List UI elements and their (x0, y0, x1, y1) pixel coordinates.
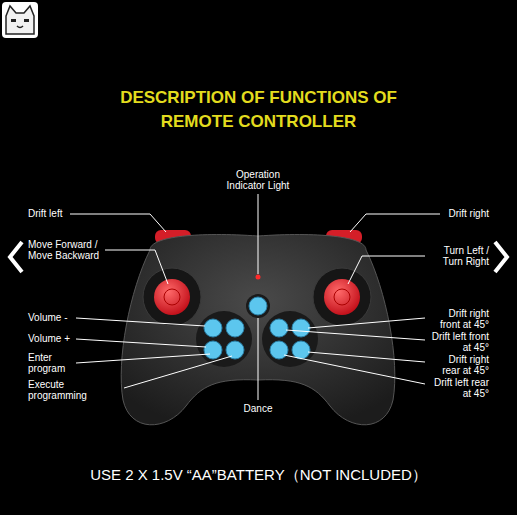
dance-button (249, 297, 267, 315)
callout-label: Drift right front at 45° (429, 308, 489, 330)
title: DESCRIPTION OF FUNCTIONS OF REMOTE CONTR… (111, 86, 406, 134)
next-chevron (495, 242, 507, 272)
callout-label: Drift left (28, 208, 88, 219)
left-stick (143, 268, 201, 326)
callout-label: Drift right rear at 45° (429, 354, 489, 376)
leader-lines (70, 194, 440, 400)
indicator-light (256, 275, 261, 280)
callout-label: Enter program (28, 352, 68, 374)
callout-label: Drift right (429, 208, 489, 219)
callout-label: Drift left rear at 45° (429, 377, 489, 399)
prev-chevron (10, 242, 22, 272)
cat-icon (2, 2, 38, 38)
callout-label: Volume - (28, 312, 88, 323)
function-buttons (204, 319, 310, 359)
callout-label: Execute programming (28, 379, 93, 401)
callout-label: Volume + (28, 333, 88, 344)
callout-label: Turn Left / Turn Right (429, 245, 489, 267)
callout-label: Operation Indicator Light (218, 169, 298, 191)
right-pad (262, 311, 318, 367)
caption: USE 2 X 1.5V “AA”BATTERY（NOT INCLUDED） (0, 466, 517, 484)
callout-label: Move Forward / Move Backward (28, 239, 108, 261)
right-stick (313, 268, 371, 326)
callout-label: Drift left front at 45° (429, 331, 489, 353)
dance-ring (246, 294, 270, 318)
callout-label: Dance (218, 403, 298, 414)
